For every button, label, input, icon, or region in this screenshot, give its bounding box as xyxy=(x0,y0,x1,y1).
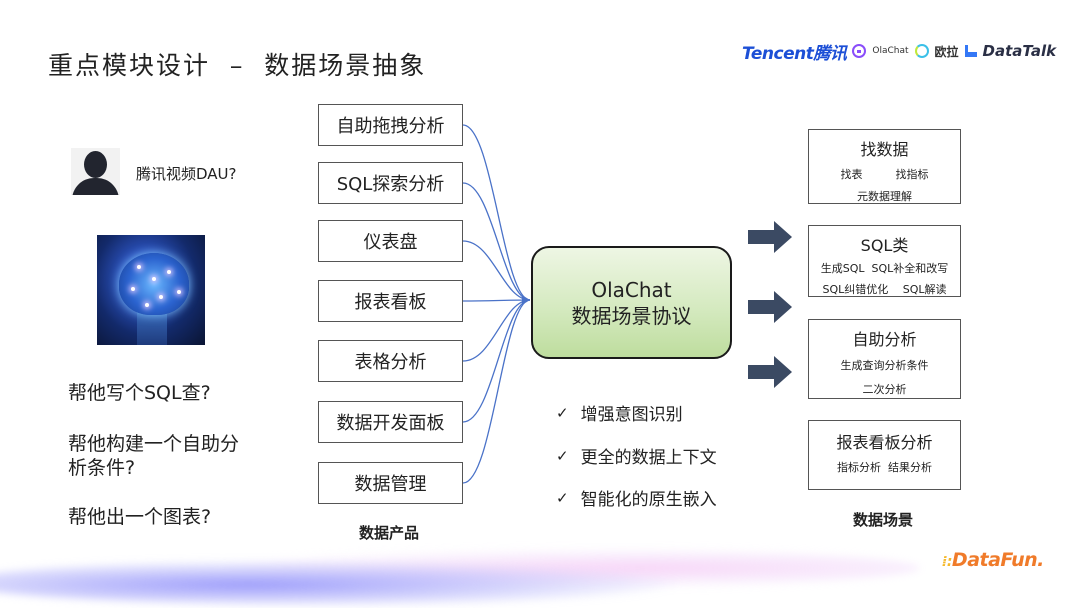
check-icon: ✓ xyxy=(556,403,569,422)
connector-line xyxy=(462,299,531,423)
scenes-caption: 数据场景 xyxy=(853,511,914,529)
datafun-dots-icon: ⁞: xyxy=(942,554,952,570)
brain-ai-icon xyxy=(97,235,205,345)
feature-item: ✓ 智能化的原生嵌入 xyxy=(556,485,717,511)
scene-title: SQL类 xyxy=(860,236,909,255)
decorative-wave xyxy=(0,560,680,605)
connector-line xyxy=(462,124,531,301)
olachat-logo-icon xyxy=(852,44,867,58)
scene-line: 找表 找指标 xyxy=(840,168,929,181)
datatalk-bars-icon xyxy=(964,45,977,57)
scene-box-find-data: 找数据 找表 找指标 元数据理解 xyxy=(808,129,961,204)
scene-box-report-analysis: 报表看板分析 指标分析 结果分析 xyxy=(808,420,961,490)
product-box-report-board: 报表看板 xyxy=(318,280,463,322)
connector-line xyxy=(462,182,531,301)
user-silhouette-icon xyxy=(71,148,120,195)
scene-line: 元数据理解 xyxy=(857,190,912,203)
partner-logos: Tencent腾讯 OlaChat 欧拉 DataTalk xyxy=(742,40,1057,64)
check-icon: ✓ xyxy=(556,446,569,465)
scene-line: 指标分析 结果分析 xyxy=(837,461,932,474)
right-arrow-icon xyxy=(748,221,792,253)
product-box-dashboard: 仪表盘 xyxy=(318,220,463,262)
olachat-logo: OlaChat xyxy=(872,46,909,56)
scene-title: 找数据 xyxy=(860,140,909,159)
products-caption: 数据产品 xyxy=(359,524,420,542)
feature-label: 增强意图识别 xyxy=(580,405,683,425)
connector-arrowhead xyxy=(522,295,530,305)
feature-label: 更全的数据上下文 xyxy=(580,448,717,468)
scene-title: 自助分析 xyxy=(852,330,917,349)
scene-box-self-analysis: 自助分析 生成查询分析条件 二次分析 xyxy=(808,319,961,399)
oula-logo: 欧拉 xyxy=(934,44,959,59)
datafun-logo: ⁞:DataFun. xyxy=(942,549,1044,571)
scene-line: SQL纠错优化 SQL解读 xyxy=(822,283,947,296)
scene-line: 生成SQL SQL补全和改写 xyxy=(820,262,949,275)
right-arrow-icon xyxy=(748,291,792,323)
help-question-chart: 帮他出一个图表? xyxy=(68,506,212,528)
scene-title: 报表看板分析 xyxy=(836,433,933,452)
tencent-logo: Tencent腾讯 xyxy=(742,43,847,64)
center-title: OlaChat xyxy=(591,277,672,302)
product-box-drag-analysis: 自助拖拽分析 xyxy=(318,104,463,146)
connector-line xyxy=(462,299,531,302)
product-box-data-management: 数据管理 xyxy=(318,462,463,504)
feature-label: 智能化的原生嵌入 xyxy=(580,490,717,510)
oula-ring-icon xyxy=(914,44,929,58)
datatalk-logo: DataTalk xyxy=(982,42,1057,60)
scene-line: 生成查询分析条件 xyxy=(840,359,929,372)
help-question-sql: 帮他写个SQL查? xyxy=(68,382,211,404)
user-question: 腾讯视频DAU? xyxy=(136,165,237,183)
center-subtitle: 数据场景协议 xyxy=(571,303,692,328)
scene-line: 二次分析 xyxy=(862,383,907,396)
check-icon: ✓ xyxy=(556,488,569,507)
feature-item: ✓ 增强意图识别 xyxy=(556,400,683,426)
help-question-analysis: 帮他构建一个自助分 析条件? xyxy=(68,433,240,479)
olachat-protocol-box: OlaChat 数据场景协议 xyxy=(531,246,732,359)
product-box-sql-explore: SQL探索分析 xyxy=(318,162,463,204)
product-box-data-dev: 数据开发面板 xyxy=(318,401,463,443)
product-box-table-analysis: 表格分析 xyxy=(318,340,463,382)
feature-item: ✓ 更全的数据上下文 xyxy=(556,443,717,469)
right-arrow-icon xyxy=(748,356,792,388)
connector-line xyxy=(462,299,531,362)
connector-line xyxy=(462,240,531,301)
page-title: 重点模块设计 – 数据场景抽象 xyxy=(48,51,427,80)
scene-box-sql: SQL类 生成SQL SQL补全和改写 SQL纠错优化 SQL解读 xyxy=(808,225,961,297)
connector-line xyxy=(462,299,531,484)
datafun-brand: DataFun. xyxy=(951,549,1044,571)
